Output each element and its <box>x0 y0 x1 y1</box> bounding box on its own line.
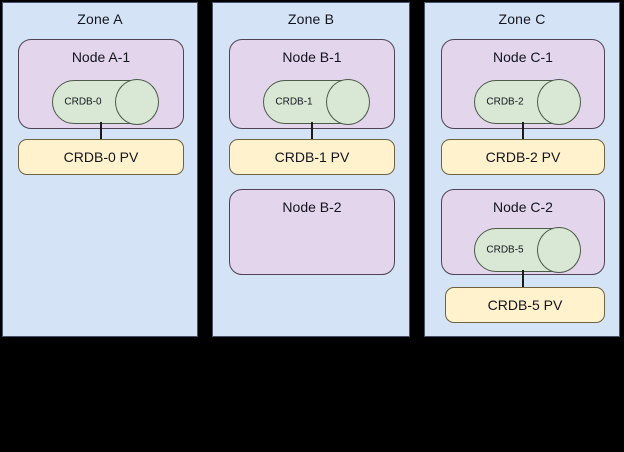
node-c-2-title: Node C-2 <box>493 199 553 215</box>
node-b-2[interactable]: Node B-2 <box>229 189 395 275</box>
pod-crdb-2-label: CRDB-2 <box>486 96 524 108</box>
pod-crdb-1[interactable]: CRDB-1 <box>263 79 370 125</box>
zone-b[interactable]: Zone B Node B-1 CRDB-1 CRDB-1 PV Node B-… <box>212 2 410 337</box>
node-c-1-title: Node C-1 <box>493 49 553 65</box>
node-a-1-title: Node A-1 <box>71 49 131 65</box>
pv-crdb-2[interactable]: CRDB-2 PV <box>441 139 605 175</box>
node-a-1[interactable]: Node A-1 CRDB-0 <box>18 39 184 129</box>
node-c-2[interactable]: Node C-2 CRDB-5 <box>441 189 605 275</box>
zone-c-title: Zone C <box>498 11 546 27</box>
connector-crdb-2-to-pv <box>522 122 524 139</box>
connector-crdb-5-to-pv <box>522 270 524 287</box>
pod-crdb-0-label: CRDB-0 <box>64 96 102 108</box>
cylinder-end-cap-icon <box>115 79 159 125</box>
pod-crdb-5[interactable]: CRDB-5 <box>474 227 581 273</box>
pod-crdb-1-label: CRDB-1 <box>275 96 313 108</box>
pv-crdb-1-label: CRDB-1 PV <box>274 149 350 165</box>
pv-crdb-5-label: CRDB-5 PV <box>487 297 563 313</box>
pv-crdb-0-label: CRDB-0 PV <box>63 149 139 165</box>
pv-crdb-5[interactable]: CRDB-5 PV <box>445 287 605 323</box>
node-c-1[interactable]: Node C-1 CRDB-2 <box>441 39 605 129</box>
connector-crdb-1-to-pv <box>311 122 313 139</box>
pod-crdb-0[interactable]: CRDB-0 <box>52 79 159 125</box>
cylinder-end-cap-icon <box>537 227 581 273</box>
pv-crdb-1[interactable]: CRDB-1 PV <box>229 139 395 175</box>
node-b-1[interactable]: Node B-1 CRDB-1 <box>229 39 395 129</box>
pod-crdb-2[interactable]: CRDB-2 <box>474 79 581 125</box>
cylinder-end-cap-icon <box>326 79 370 125</box>
zone-b-title: Zone B <box>287 11 335 27</box>
zone-c[interactable]: Zone C Node C-1 CRDB-2 CRDB-2 PV Node C-… <box>424 2 620 337</box>
connector-crdb-0-to-pv <box>100 122 102 139</box>
cylinder-end-cap-icon <box>537 79 581 125</box>
node-b-2-title: Node B-2 <box>282 199 342 215</box>
node-b-1-title: Node B-1 <box>282 49 342 65</box>
pod-crdb-5-label: CRDB-5 <box>486 244 524 256</box>
zone-a-title: Zone A <box>77 11 123 27</box>
pv-crdb-0[interactable]: CRDB-0 PV <box>18 139 184 175</box>
pv-crdb-2-label: CRDB-2 PV <box>485 149 561 165</box>
zone-a[interactable]: Zone A Node A-1 CRDB-0 CRDB-0 PV <box>2 2 198 337</box>
